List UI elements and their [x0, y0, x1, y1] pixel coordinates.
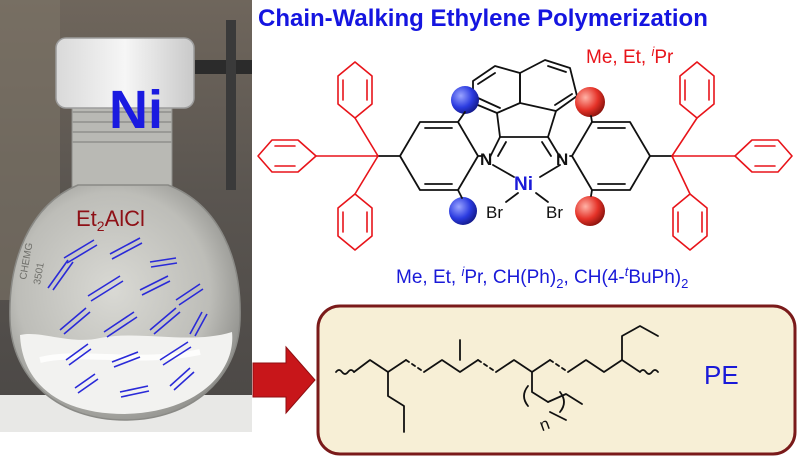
branched-pe-skeleton: [335, 325, 659, 433]
ortho-sphere-top-left: [451, 86, 479, 114]
reagent-label: Et2AlCl: [76, 206, 145, 234]
ortho-sphere-bottom-right: [575, 196, 605, 226]
red-sphere-substituents: Me, Et, iPr: [586, 44, 674, 68]
bromide-left: Br: [486, 203, 503, 222]
ortho-sphere-top-right: [575, 87, 605, 117]
n-ni-bond-left: [492, 164, 515, 178]
left-n-aryl-ring: [377, 121, 483, 191]
clamp-rod: [226, 20, 236, 190]
chain-end-right: [621, 359, 659, 375]
ni-br-bond-left: [505, 192, 519, 203]
flask-cap: [55, 37, 195, 109]
bromide-right: Br: [546, 203, 563, 222]
ni-br-bond-right: [535, 192, 549, 203]
figure-title: Chain-Walking Ethylene Polymerization: [258, 5, 708, 32]
nickel-catalyst-structure: N N Ni Br Br: [257, 44, 793, 291]
imine-n-right: N: [556, 150, 568, 169]
ni-label: Ni: [109, 80, 163, 140]
nickel-center: Ni: [514, 174, 533, 195]
n-ni-bond-right: [539, 164, 561, 178]
polyethylene-label: PE: [704, 360, 739, 390]
right-n-aryl-ring: [569, 121, 673, 191]
product-box-frame: [316, 304, 797, 456]
ortho-sphere-bottom-left: [449, 197, 477, 225]
blue-sphere-substituents: Me, Et, iPr, CH(Ph)2, CH(4-tBuPh)2: [396, 264, 688, 291]
right-trityl-group: [671, 61, 793, 251]
clamp-bar: [195, 60, 252, 74]
left-trityl-group: [257, 61, 379, 251]
chain-end-left: [335, 369, 355, 375]
reaction-flask-photo: CHEMG 3501 Ni Et2AlCl: [0, 0, 252, 432]
flask-neck-threads: [72, 111, 172, 143]
acenaphthene-backbone: [472, 59, 578, 158]
reaction-arrow: [252, 345, 316, 415]
polyethylene-product-box: n PE: [316, 304, 797, 456]
ethylene-monomer-marks: [47, 237, 208, 398]
imine-n-left: N: [480, 150, 492, 169]
flask-print-2: 3501: [32, 261, 47, 285]
flask-neck: [71, 99, 173, 191]
